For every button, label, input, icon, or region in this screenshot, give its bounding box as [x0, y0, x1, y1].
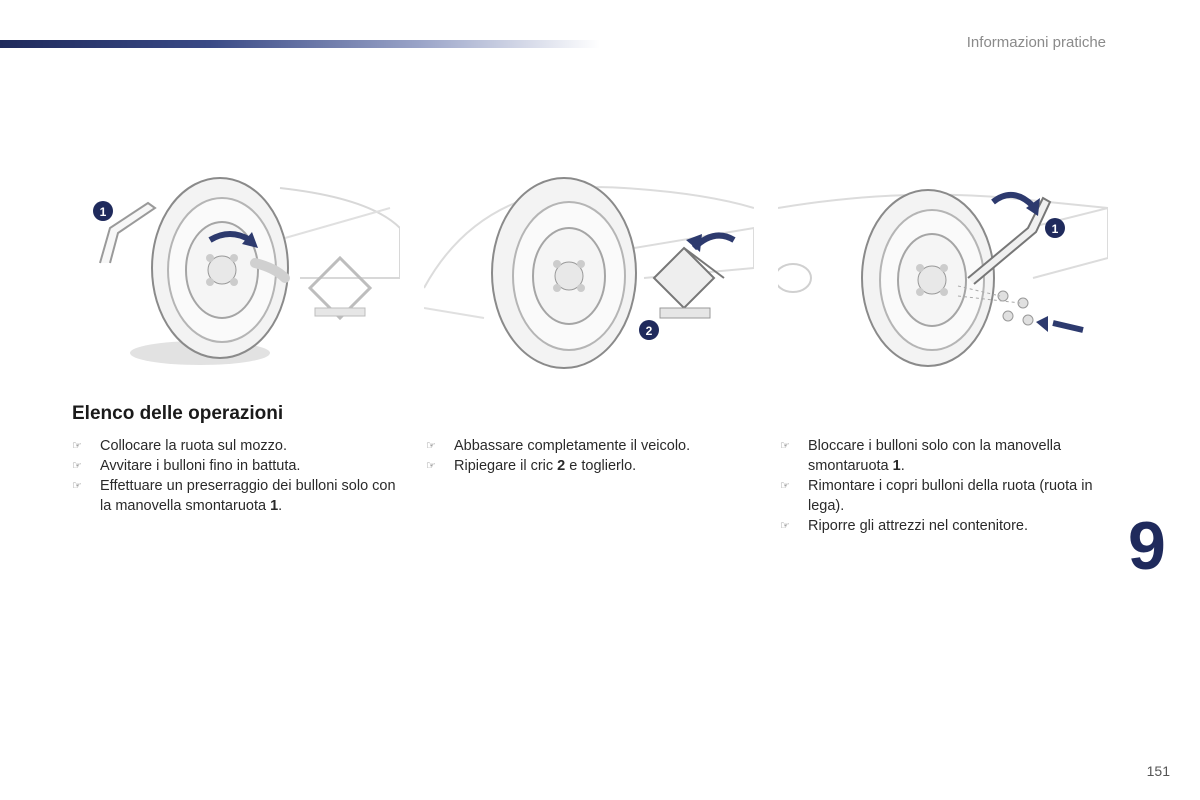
- tighten-bolts-drawing: 1: [778, 189, 1108, 367]
- rotation-arrow-icon: [991, 192, 1036, 209]
- jack-drawing: [307, 255, 373, 321]
- callout-badge-icon: [639, 320, 659, 340]
- steps-list-column-2: ☞Abbassare completamente il veicolo. ☞Ri…: [426, 436, 756, 476]
- callout-label: 1: [100, 205, 107, 219]
- callout-label: 2: [646, 324, 653, 338]
- list-item: ☞Bloccare i bulloni solo con la manovell…: [780, 438, 1062, 474]
- wheel-mount-drawing: 1: [93, 177, 400, 365]
- insert-arrow-icon: [1052, 320, 1084, 333]
- list-item: ☞Ripiegare il cric 2 e toglierlo.: [426, 458, 637, 474]
- wrench-icon: [99, 201, 157, 264]
- pointing-hand-icon: ☞: [72, 480, 82, 492]
- jack-drawing: [652, 246, 725, 319]
- pointing-hand-icon: ☞: [72, 440, 82, 452]
- rotation-arrow-icon: [208, 231, 252, 243]
- chapter-number: 9: [1128, 508, 1166, 584]
- pointing-hand-icon: ☞: [780, 440, 790, 452]
- list-item: ☞Rimontare i copri bulloni della ruota (…: [780, 478, 1093, 514]
- lower-vehicle-drawing: 2: [424, 177, 754, 369]
- list-item: ☞Collocare la ruota sul mozzo.: [72, 438, 287, 454]
- wrench-icon: [967, 196, 1052, 285]
- illustration-lower-vehicle: 2: [424, 168, 754, 388]
- steps-list-column-1: ☞Collocare la ruota sul mozzo. ☞Avvitare…: [72, 436, 402, 516]
- section-title: Informazioni pratiche: [966, 34, 1106, 51]
- list-item: ☞Effettuare un preserraggio dei bulloni …: [72, 478, 396, 514]
- pointing-hand-icon: ☞: [780, 520, 790, 532]
- callout-badge-icon: [1045, 218, 1065, 238]
- header-gradient-bar: [0, 40, 600, 48]
- bolt-covers-icon: [957, 285, 1034, 326]
- illustration-place-wheel: 1: [70, 168, 400, 388]
- callout-label: 1: [1052, 222, 1059, 236]
- pointing-hand-icon: ☞: [72, 460, 82, 472]
- list-item: ☞Abbassare completamente il veicolo.: [426, 438, 691, 454]
- pointing-hand-icon: ☞: [780, 480, 790, 492]
- page-number: 151: [1146, 763, 1170, 779]
- callout-badge-icon: [93, 201, 113, 221]
- list-item: ☞Avvitare i bulloni fino in battuta.: [72, 458, 301, 474]
- list-item: ☞Riporre gli attrezzi nel contenitore.: [780, 518, 1029, 534]
- pointing-hand-icon: ☞: [426, 460, 436, 472]
- steps-list-column-3: ☞Bloccare i bulloni solo con la manovell…: [780, 436, 1110, 536]
- illustration-tighten-bolts: 1: [778, 168, 1108, 388]
- operations-heading: Elenco delle operazioni: [72, 403, 284, 424]
- pointing-hand-icon: ☞: [426, 440, 436, 452]
